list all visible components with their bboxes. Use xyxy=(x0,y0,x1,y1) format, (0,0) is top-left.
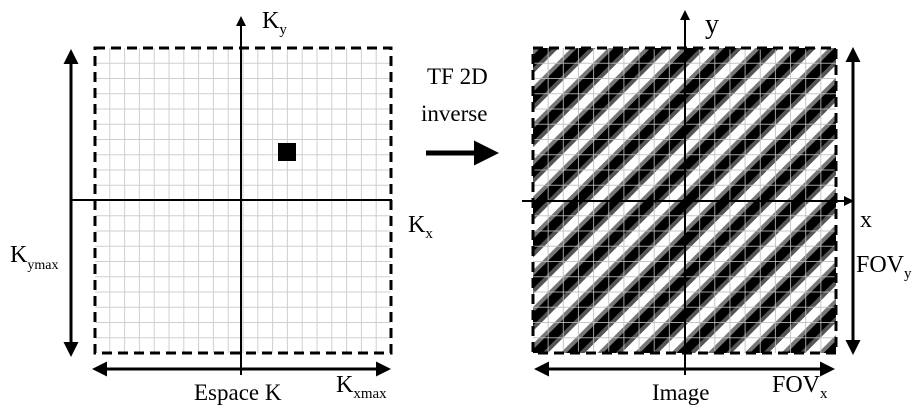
transform-label-line1: TF 2D xyxy=(427,64,488,89)
transform-group: TF 2D inverse xyxy=(421,64,499,166)
kspace-caption: Espace K xyxy=(194,380,282,405)
y-label: y xyxy=(705,9,719,40)
image-panel: y x FOVy Image FOVx xyxy=(522,9,912,405)
fovy-label: FOVy xyxy=(856,252,912,282)
ky-label: Ky xyxy=(262,8,287,38)
kspace-point xyxy=(278,143,296,161)
kx-label: Kx xyxy=(408,212,433,242)
kxmax-label: Kxmax xyxy=(336,372,387,402)
transform-label-line2: inverse xyxy=(421,101,487,126)
image-caption: Image xyxy=(652,380,709,405)
x-label: x xyxy=(860,207,872,233)
kspace-panel: Ky Kx Kymax Espace K Kxmax xyxy=(10,8,433,405)
fovx-label: FOVx xyxy=(772,372,828,402)
kymax-label: Kymax xyxy=(10,242,58,273)
